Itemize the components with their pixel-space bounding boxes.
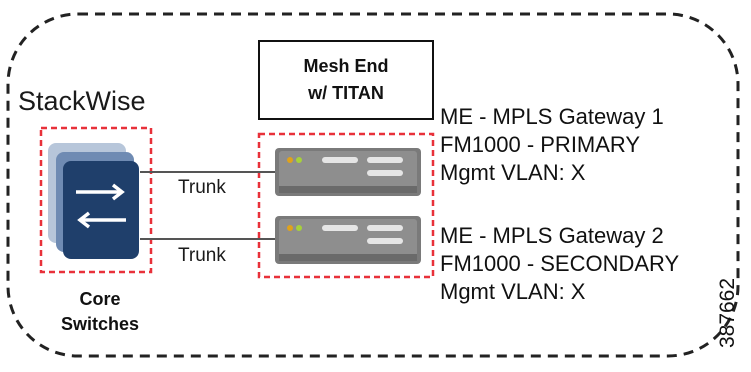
gateway-2-vlan: Mgmt VLAN: X — [440, 279, 586, 304]
core-label-line1: Core — [79, 289, 121, 309]
server-icon-2 — [275, 216, 421, 264]
stackwise-label: StackWise — [18, 86, 146, 116]
figure-id-text: 387662 — [716, 277, 739, 349]
core-switch-highlight — [39, 126, 153, 274]
figure-id: 387662 — [708, 258, 748, 368]
core-label-line2: Switches — [60, 314, 140, 334]
server-icon-1 — [275, 148, 421, 196]
gateway-2-role: FM1000 - SECONDARY — [440, 251, 680, 276]
trunk-label-1: Trunk — [178, 177, 226, 198]
gateway-2-name: ME - MPLS Gateway 2 — [440, 223, 664, 248]
gateway-1-label: ME - MPLS Gateway 1 FM1000 - PRIMARY Mgm… — [440, 103, 664, 187]
gateway-1-role: FM1000 - PRIMARY — [440, 132, 641, 157]
core-switches-label: Core Switches — [50, 287, 150, 337]
mesh-end-line2: w/ TITAN — [308, 83, 384, 103]
gateway-1-vlan: Mgmt VLAN: X — [440, 160, 586, 185]
mesh-end-line1: Mesh End — [303, 56, 389, 76]
trunk-label-2: Trunk — [178, 245, 226, 266]
mesh-end-box: Mesh End w/ TITAN — [258, 40, 434, 120]
gateway-highlight — [257, 132, 435, 279]
switch-stack-icon — [48, 143, 139, 259]
gateway-1-name: ME - MPLS Gateway 1 — [440, 104, 664, 129]
network-boundary — [6, 12, 740, 358]
gateway-2-label: ME - MPLS Gateway 2 FM1000 - SECONDARY M… — [440, 222, 679, 306]
